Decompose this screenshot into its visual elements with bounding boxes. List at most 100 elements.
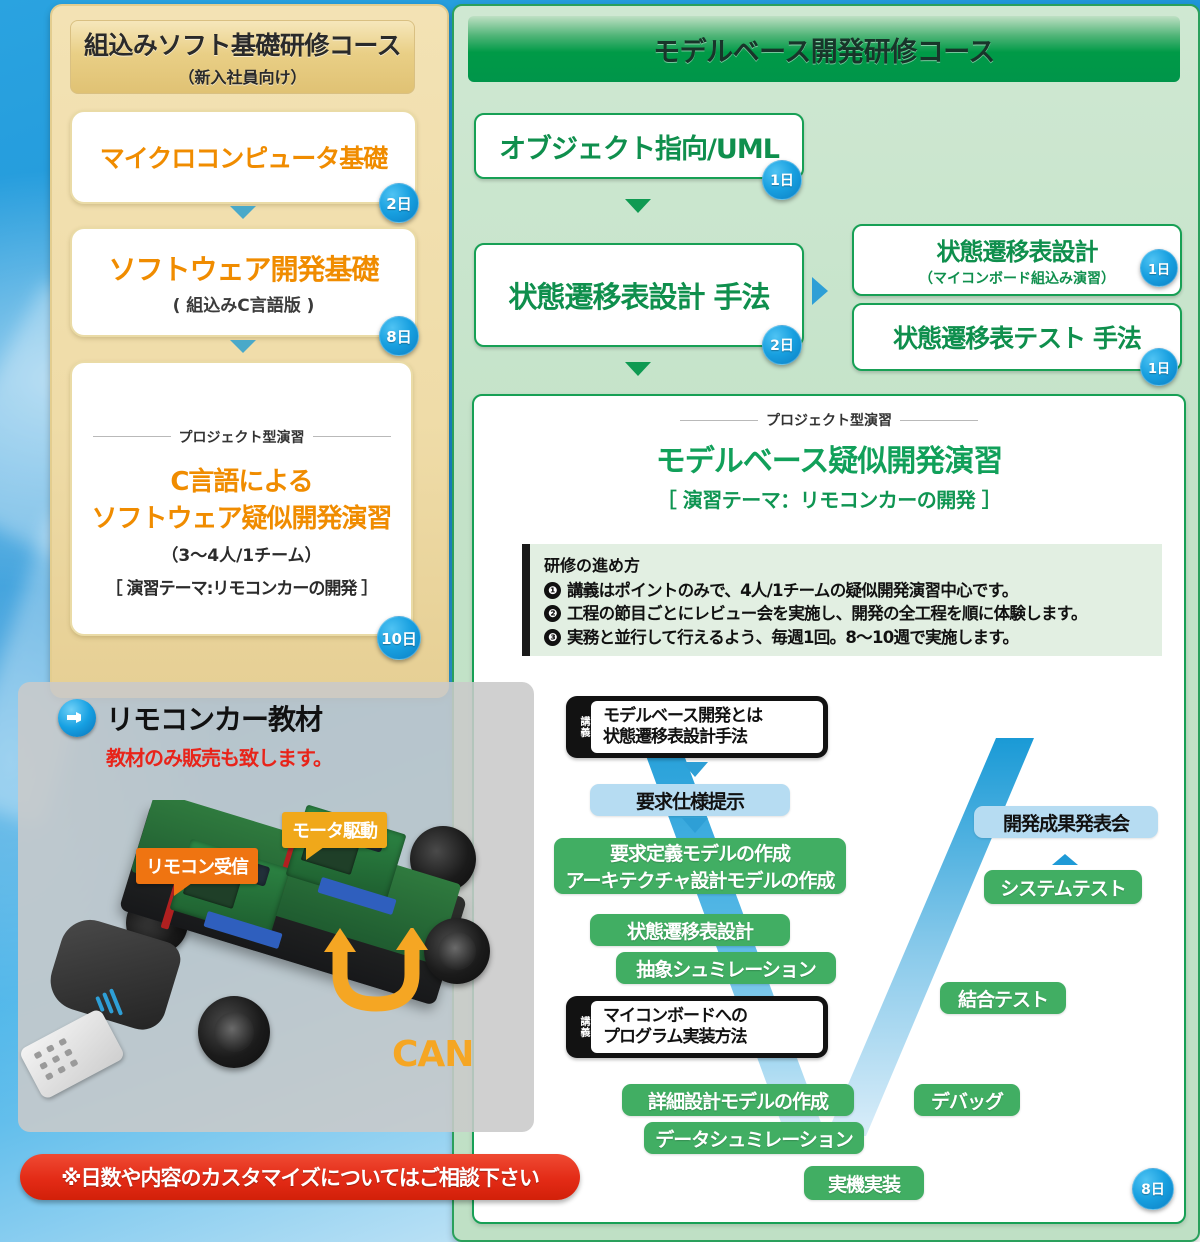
course-box-state-table-method-title: 状態遷移表設計 手法 (508, 280, 770, 314)
flow-arrow-down-f1 (682, 762, 708, 777)
flow-box-implementation[interactable]: 実機実装 (804, 1166, 924, 1200)
course-box-state-table-design[interactable]: 状態遷移表設計 （マイコンボード組込み演習） (852, 224, 1182, 296)
rc-car-material-panel: リモコンカー教材 教材のみ販売も致します。 (18, 682, 534, 1132)
lecture-box-2-text: マイコンボードへの プログラム実装方法 (591, 1001, 823, 1053)
howto-heading: 研修の進め方 (544, 556, 641, 575)
can-bus-label: CAN (392, 1034, 474, 1075)
can-bus-arrow (324, 928, 428, 1012)
flow-box-requirement-model-line1: 要求定義モデルの作成 (609, 843, 791, 865)
flow-box-state-design[interactable]: 状態遷移表設計 (590, 914, 790, 946)
flow-arrow-down-right-1 (625, 199, 651, 213)
days-badge-state-table-method: 2日 (762, 325, 802, 365)
flow-box-detail-model[interactable]: 詳細設計モデルの作成 (622, 1084, 854, 1116)
flow-arrow-down-right-2 (625, 362, 651, 376)
lecture-box-1-line2: 状態遷移表設計手法 (603, 727, 748, 747)
flow-arrow-down-1 (230, 206, 256, 219)
flow-box-abstract-sim[interactable]: 抽象シュミレーション (616, 952, 836, 984)
lecture-tag-1: 講義 (578, 716, 589, 738)
remote-button (44, 1071, 54, 1081)
model-based-project-panel: プロジェクト型演習 モデルベース疑似開発演習 ［ 演習テーマ：リモコンカーの開発… (472, 394, 1186, 1224)
lecture-box-1-text: モデルベース開発とは 状態遷移表設計手法 (591, 701, 823, 753)
flow-box-requirement-model[interactable]: 要求定義モデルの作成 アーキテクチャ設計モデルの作成 (554, 838, 846, 894)
left-course-header: 組込みソフト基礎研修コース （新入社員向け） (70, 20, 415, 94)
flow-arrow-down-f2 (682, 818, 708, 833)
lecture-box-2[interactable]: 講義 マイコンボードへの プログラム実装方法 (566, 996, 828, 1058)
howto-number-1: ❶ (544, 582, 561, 599)
remote-button (51, 1054, 61, 1064)
flow-box-debug[interactable]: デバッグ (914, 1084, 1020, 1116)
lecture-box-2-line1: マイコンボードへの (603, 1005, 748, 1026)
days-badge-microcomputer: 2日 (379, 183, 419, 223)
remote-button (63, 1048, 73, 1057)
flow-arrow-up-presentation (1052, 854, 1078, 865)
project-theme-right: ［ 演習テーマ：リモコンカーの開発 ］ (656, 488, 1002, 512)
remote-control (18, 1007, 126, 1101)
flow-box-requirements[interactable]: 要求仕様提示 (590, 784, 790, 816)
rc-car-subtitle: 教材のみ販売も致します。 (106, 746, 333, 770)
project-theme-left: ［ 演習テーマ:リモコンカーの開発 ］ (105, 578, 379, 599)
remote-button (45, 1044, 55, 1053)
remote-button (57, 1065, 67, 1074)
left-course-subtitle: （新入社員向け） (178, 68, 307, 87)
rc-car-photo (18, 800, 534, 1122)
lecture-box-1-line1: モデルベース開発とは (603, 705, 763, 726)
course-box-microcomputer[interactable]: マイクロコンピュータ基礎 (70, 110, 417, 204)
howto-number-2: ❷ (544, 605, 561, 623)
left-course-title: 組込みソフト基礎研修コース (83, 31, 402, 60)
days-badge-project-model: 8日 (1132, 1168, 1174, 1210)
wheel-hub-front-left (214, 1012, 254, 1052)
course-box-software-dev[interactable]: ソフトウェア開発基礎 ( 組込みC言語版 ) (70, 227, 417, 337)
callout-motor-drive: モータ駆動 (282, 812, 387, 860)
project-title-line2: ソフトウェア疑似開発演習 (91, 503, 392, 534)
course-box-microcomputer-title: マイクロコンピュータ基礎 (99, 144, 389, 173)
project-title-right: モデルベース疑似開発演習 (655, 444, 1004, 479)
remote-button (58, 1037, 68, 1047)
howto-item-2: ❷ 工程の節目ごとにレビュー会を実施し、開発の全工程を順に体験します。 (544, 602, 1162, 625)
days-badge-project-c: 10日 (377, 616, 421, 660)
course-box-software-dev-title: ソフトウェア開発基礎 (108, 253, 379, 286)
embedded-software-course-panel: 組込みソフト基礎研修コース （新入社員向け） マイクロコンピュータ基礎 2日 ソ… (50, 4, 449, 698)
project-tag-left: プロジェクト型演習 (72, 427, 411, 447)
callout-remote-receive: リモコン受信 (136, 848, 258, 896)
howto-item-3: ❸ 実務と並行して行えるよう、毎週1回。8〜10週で実施します。 (544, 626, 1162, 649)
lecture-box-2-line2: プログラム実装方法 (603, 1027, 747, 1047)
flow-box-system-test[interactable]: システムテスト (984, 870, 1142, 904)
course-box-project-c[interactable]: プロジェクト型演習 C言語による ソフトウェア疑似開発演習 （3〜4人/1チーム… (70, 361, 413, 636)
howto-number-3: ❸ (544, 628, 561, 646)
project-title-line1: C言語による (170, 466, 313, 497)
flow-box-data-sim[interactable]: データシュミレーション (644, 1122, 864, 1154)
lecture-tag-2: 講義 (578, 1016, 589, 1038)
course-box-state-table-design-sub: （マイコンボード組込み演習） (919, 271, 1115, 287)
howto-box: 研修の進め方 ❶ 講義はポイントのみで、4人/1チームの疑似開発演習中心です。 ❷… (522, 544, 1162, 656)
days-badge-oo-uml: 1日 (762, 160, 802, 200)
days-badge-state-table-test: 1日 (1140, 348, 1178, 386)
rc-car-title: リモコンカー教材 (106, 703, 323, 736)
howto-text-1: 講義はポイントのみで、4人/1チームの疑似開発演習中心です。 (567, 581, 1018, 600)
flow-arrow-down-2 (230, 340, 256, 353)
flow-box-integration-test[interactable]: 結合テスト (940, 982, 1066, 1014)
course-box-state-table-test[interactable]: 状態遷移表テスト 手法 (852, 303, 1182, 371)
days-badge-software-dev: 8日 (379, 316, 419, 356)
project-tag-right: プロジェクト型演習 (474, 410, 1184, 430)
arrow-right-circle-icon (58, 699, 96, 737)
course-box-oo-uml-title: オブジェクト指向/UML (499, 133, 780, 165)
lecture-box-1[interactable]: 講義 モデルベース開発とは 状態遷移表設計手法 (566, 696, 828, 758)
howto-item-1: ❶ 講義はポイントのみで、4人/1チームの疑似開発演習中心です。 (544, 579, 1162, 602)
flow-box-presentation[interactable]: 開発成果発表会 (974, 806, 1158, 838)
rc-car-title-row: リモコンカー教材 (58, 698, 323, 738)
wheel-hub-front-right (438, 932, 476, 970)
flow-arrow-right (812, 277, 828, 305)
course-box-state-table-design-title: 状態遷移表設計 (936, 238, 1099, 266)
course-box-oo-uml[interactable]: オブジェクト指向/UML (474, 113, 804, 179)
course-box-software-dev-sub: ( 組込みC言語版 ) (172, 296, 315, 316)
howto-text-3: 実務と並行して行えるよう、毎週1回。8〜10週で実施します。 (567, 627, 1019, 647)
course-box-state-table-method[interactable]: 状態遷移表設計 手法 (474, 243, 804, 347)
course-box-state-table-test-title: 状態遷移表テスト 手法 (893, 324, 1142, 353)
customization-note: ※日数や内容のカスタマイズについてはご相談下さい (20, 1154, 580, 1200)
remote-button (69, 1058, 79, 1068)
project-team-size: （3〜4人/1チーム） (161, 545, 322, 566)
days-badge-state-table-design: 1日 (1140, 249, 1178, 287)
howto-text-2: 工程の節目ごとにレビュー会を実施し、開発の全工程を順に体験します。 (567, 604, 1087, 624)
remote-button (39, 1061, 49, 1070)
howto-list: ❶ 講義はポイントのみで、4人/1チームの疑似開発演習中心です。 ❷ 工程の節目ごと… (544, 579, 1162, 649)
